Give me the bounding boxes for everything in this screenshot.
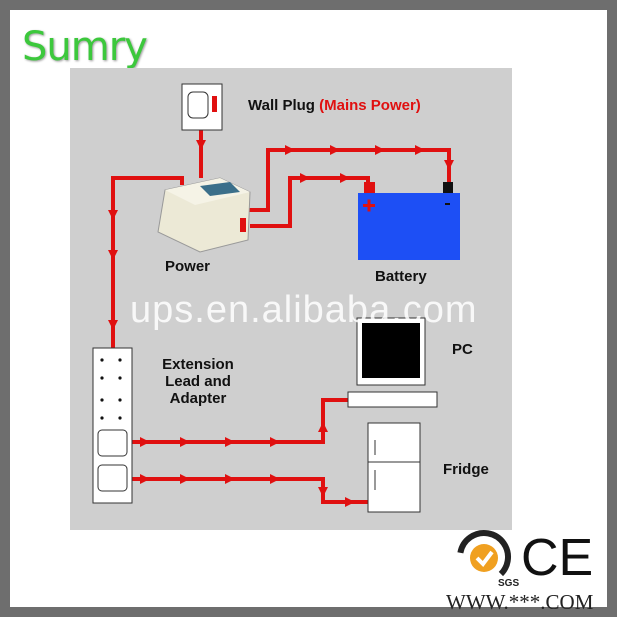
- website-text: WWW.***.COM: [446, 590, 594, 614]
- arrow-icon: [180, 437, 190, 447]
- arrow-icon: [345, 497, 355, 507]
- arrow-icon: [140, 437, 150, 447]
- negative-terminal-icon: [445, 203, 450, 205]
- diagram-panel: [70, 68, 512, 530]
- wire-inverter-to-extension: [111, 176, 184, 348]
- arrow-icon: [270, 437, 280, 447]
- arrow-icon: [318, 487, 328, 497]
- inverter-icon: [157, 177, 251, 253]
- battery-icon: [358, 182, 460, 260]
- arrow-icon: [300, 173, 310, 183]
- arrow-icon: [180, 474, 190, 484]
- extension-lead-icon: [92, 347, 133, 504]
- arrow-icon: [196, 140, 206, 150]
- watermark: ups.en.alibaba.com: [130, 289, 478, 331]
- arrow-icon: [225, 474, 235, 484]
- arrow-icon: [108, 210, 118, 220]
- arrow-icon: [285, 145, 295, 155]
- wire-inverter-to-battery-positive: [250, 176, 370, 228]
- arrow-icon: [108, 320, 118, 330]
- wall-plug-icon: [181, 83, 223, 131]
- wall-plug-label: Wall Plug (Mains Power): [248, 97, 421, 114]
- fridge-icon: [367, 422, 421, 513]
- power-label: Power: [165, 258, 211, 275]
- arrow-icon: [140, 474, 150, 484]
- arrow-icon: [330, 145, 340, 155]
- arrow-icon: [318, 422, 328, 432]
- arrow-icon: [340, 173, 350, 183]
- pc-label: PC: [452, 341, 473, 358]
- arrow-icon: [375, 145, 385, 155]
- ce-mark: CE: [521, 529, 593, 587]
- arrow-icon: [444, 160, 454, 170]
- arrow-icon: [415, 145, 425, 155]
- fridge-label: Fridge: [443, 461, 489, 478]
- pc-icon: [347, 317, 438, 408]
- certification-logos: SGS CE: [457, 529, 593, 589]
- sgs-text: SGS: [498, 578, 519, 589]
- flow-arrows: [108, 140, 454, 507]
- arrow-icon: [108, 250, 118, 260]
- arrow-icon: [270, 474, 280, 484]
- arrow-icon: [225, 437, 235, 447]
- brand-logo: Sumry: [22, 24, 148, 70]
- battery-label: Battery: [375, 268, 427, 285]
- sgs-check-icon: [470, 544, 498, 572]
- wire-extension-to-fridge: [132, 477, 368, 504]
- mains-power-label: (Mains Power): [319, 97, 421, 114]
